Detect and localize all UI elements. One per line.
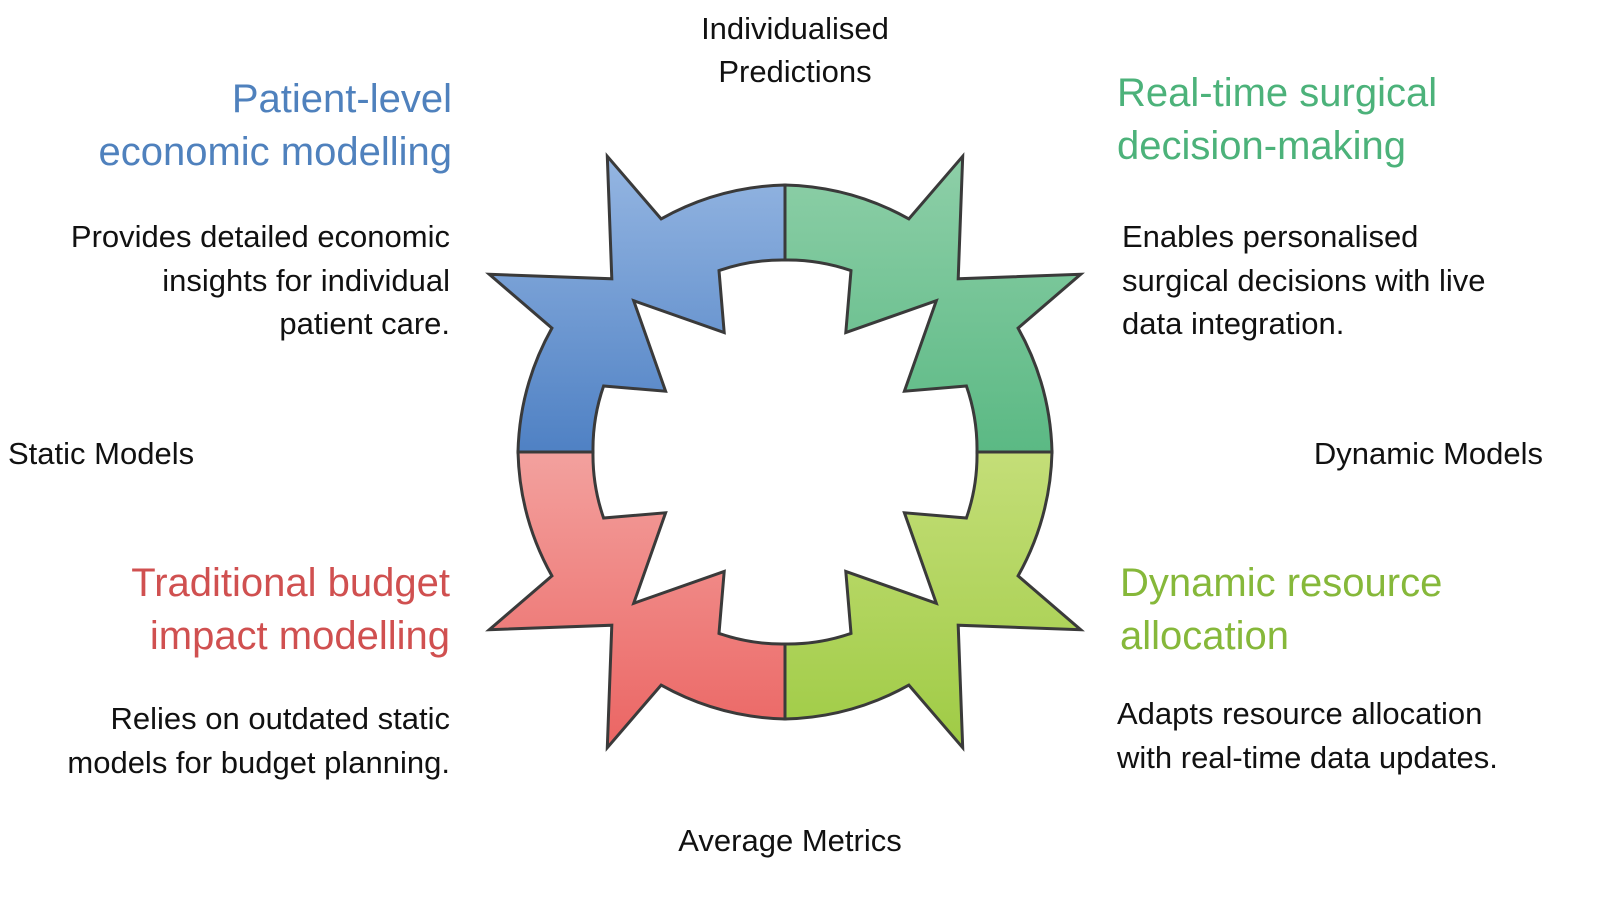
title-line: allocation [1120, 614, 1290, 658]
title-line: Real-time surgical [1117, 71, 1438, 115]
quadrant-description-traditional-budget: Relies on outdated static models for bud… [67, 697, 450, 784]
axis-top-line-2: Predictions [718, 54, 872, 89]
title-line: Patient-level [231, 77, 452, 121]
cycle-segment-top-left [485, 152, 787, 454]
quadrant-title-real-time-surgical: Real-time surgical decision-making [1117, 67, 1437, 173]
quadrant-title-dynamic-resource: Dynamic resource allocation [1120, 557, 1442, 663]
desc-line: Enables personalised [1122, 219, 1419, 254]
desc-line: models for budget planning. [67, 744, 450, 780]
title-line: Traditional budget [131, 561, 450, 605]
desc-line: with real-time data updates. [1117, 739, 1498, 775]
desc-line: patient care. [279, 306, 450, 341]
axis-top-line-1: Individualised [701, 11, 889, 46]
title-line: decision-making [1117, 124, 1407, 168]
desc-line: surgical decisions with live [1122, 262, 1486, 298]
cycle-segment-bottom-left [485, 450, 787, 752]
quadrant-description-dynamic-resource: Adapts resource allocation with real-tim… [1117, 692, 1498, 779]
quadrant-description-patient-level: Provides detailed economic insights for … [71, 215, 450, 346]
quadrant-description-real-time-surgical: Enables personalised surgical decisions … [1122, 215, 1486, 346]
cycle-segment-top-right [783, 152, 1085, 454]
title-line: Dynamic resource [1120, 561, 1443, 605]
desc-line: Provides detailed economic [70, 219, 450, 254]
axis-label-average-metrics: Average Metrics [678, 823, 902, 858]
desc-line: Adapts resource allocation [1117, 696, 1483, 731]
quadrant-title-patient-level: Patient-level economic modelling [98, 73, 452, 179]
axis-label-static-models: Static Models [8, 436, 195, 471]
desc-line: insights for individual [162, 262, 450, 298]
axis-label-individualised-predictions: Individualised Predictions [640, 7, 950, 93]
cycle-segment-bottom-right [783, 450, 1085, 752]
desc-line: Relies on outdated static [110, 701, 451, 736]
desc-line: data integration. [1122, 306, 1345, 341]
title-line: economic modelling [98, 130, 452, 174]
quadrant-title-traditional-budget: Traditional budget impact modelling [131, 557, 450, 663]
title-line: impact modelling [149, 614, 450, 658]
axis-label-dynamic-models: Dynamic Models [1313, 436, 1543, 471]
